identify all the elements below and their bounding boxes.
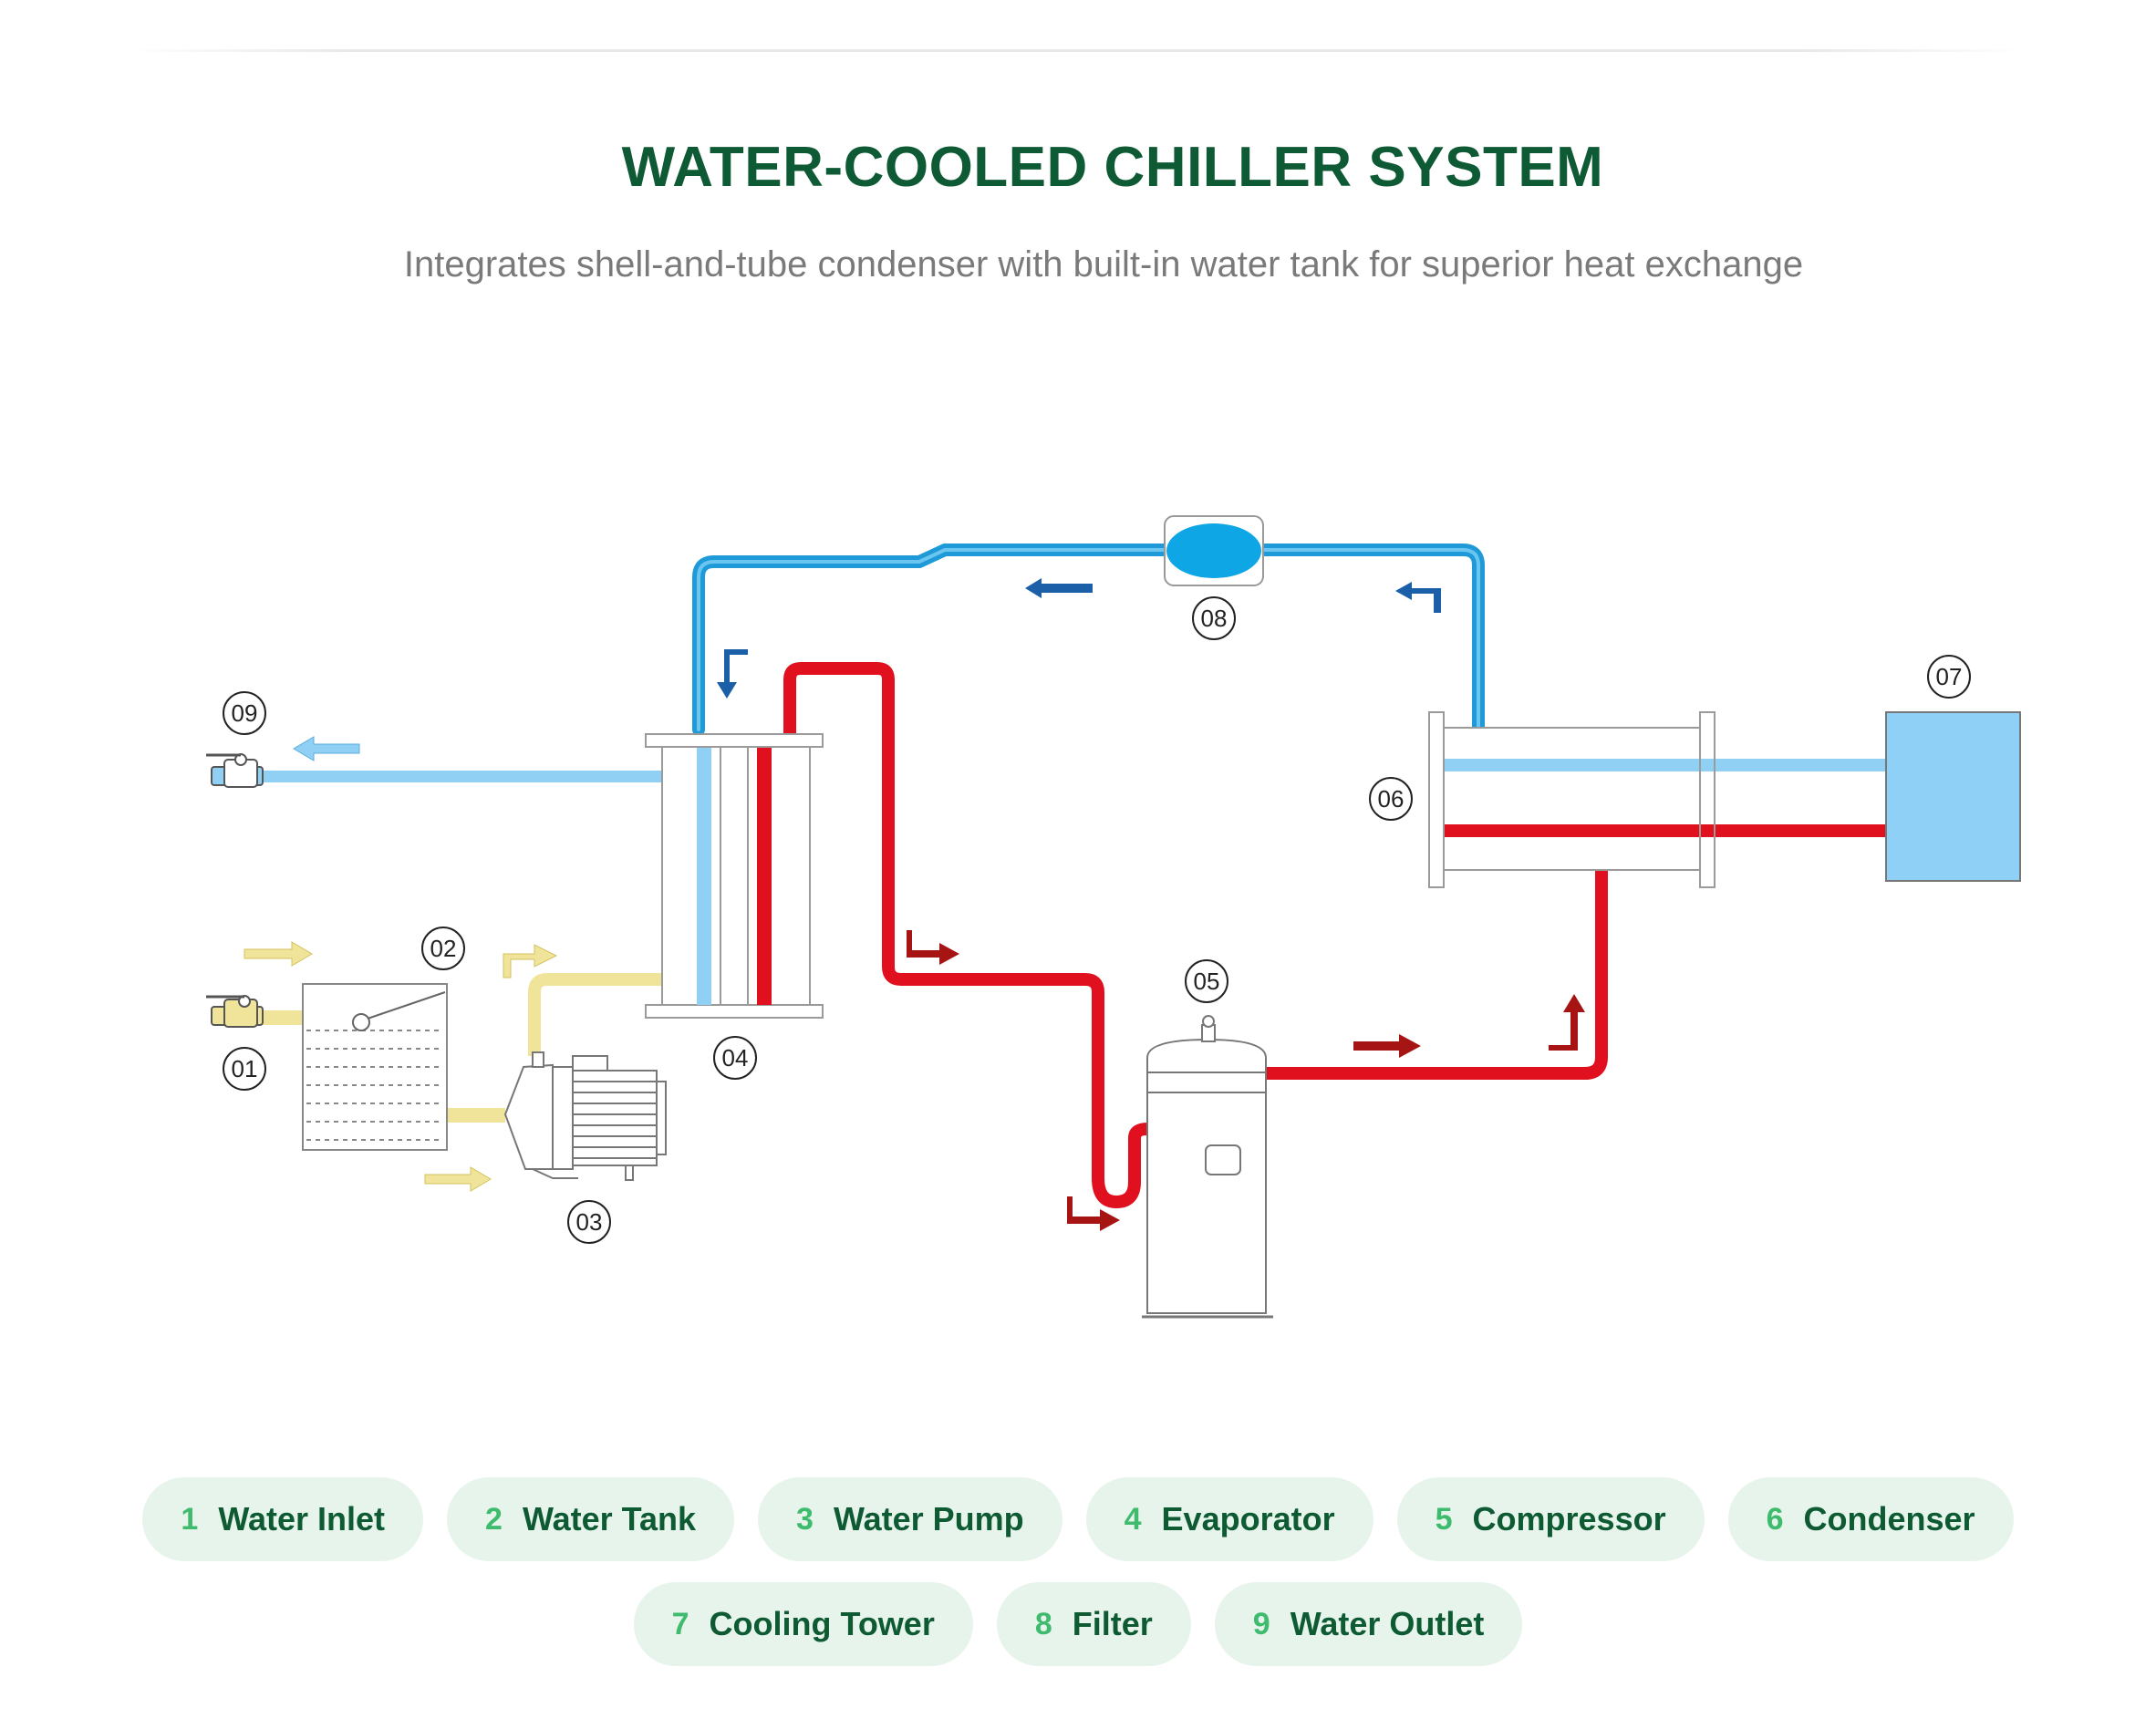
legend-row-2: 7 Cooling Tower 8 Filter 9 Water Outlet [0,1582,2156,1666]
callout-05: 05 [1185,959,1228,1003]
callout-08: 08 [1192,596,1236,640]
svg-text:05: 05 [1194,968,1220,995]
flow-arrow-evaporator-down [717,649,748,699]
flow-arrow-pump-up [503,944,558,978]
top-divider [128,49,2025,52]
callout-02: 02 [421,927,465,970]
legend-number: 6 [1766,1501,1784,1537]
filter [1164,515,1264,586]
legend-label: Water Tank [522,1500,697,1537]
tank-to-pump-pipe [447,1108,505,1123]
legend-label: Evaporator [1161,1500,1335,1537]
flow-arrow-tank-out [424,1166,492,1192]
legend-item-water-tank: 2 Water Tank [447,1477,735,1561]
svg-text:07: 07 [1936,663,1963,690]
flow-arrow-hot-up [1549,994,1585,1051]
legend-number: 3 [796,1501,814,1537]
legend-number: 7 [671,1606,689,1641]
pump-to-evaporator-pipe [528,973,664,1056]
legend-item-filter: 8 Filter [996,1582,1191,1666]
compressor [1142,1015,1273,1319]
callout-07: 07 [1927,655,1971,699]
water-pump [503,1051,667,1181]
flow-arrow-water-outlet [293,736,360,761]
svg-text:09: 09 [232,699,258,727]
water-outlet-pipe [257,771,664,782]
flow-arrow-condenser-up [1395,582,1441,613]
legend-row-1: 1 Water Inlet 2 Water Tank 3 Water Pump … [0,1477,2156,1561]
legend-label: Filter [1072,1605,1153,1642]
refrigerant-hot-line-to-compressor [783,662,1154,1208]
callout-09: 09 [223,691,266,735]
callout-01: 01 [223,1047,266,1091]
flow-arrow-water-inlet [244,941,313,967]
svg-text:03: 03 [576,1208,603,1236]
flow-arrow-hot-right-3 [1353,1034,1421,1058]
legend-item-condenser: 6 Condenser [1727,1477,2014,1561]
callout-03: 03 [567,1200,611,1244]
evaporator [645,733,824,1019]
page-title: WATER-COOLED CHILLER SYSTEM [621,136,1604,199]
page-subtitle: Integrates shell-and-tube condenser with… [403,244,1804,285]
legend-number: 2 [485,1501,503,1537]
legend-number: 1 [181,1501,199,1537]
cooling-tower [1885,711,2021,882]
legend-label: Condenser [1803,1500,1975,1537]
svg-text:04: 04 [722,1044,749,1072]
svg-text:01: 01 [232,1055,258,1082]
legend-label: Water Outlet [1290,1605,1485,1642]
refrigerant-cold-line [692,544,1485,736]
legend-item-water-pump: 3 Water Pump [758,1477,1062,1561]
outlet-valve [206,753,264,788]
legend-label: Water Pump [833,1500,1024,1537]
water-inlet-pipe [263,1010,303,1025]
legend-item-water-outlet: 9 Water Outlet [1214,1582,1523,1666]
callout-06: 06 [1369,777,1413,821]
legend-item-water-inlet: 1 Water Inlet [142,1477,424,1561]
flow-arrow-filter-left [1025,578,1093,598]
legend-number: 5 [1435,1501,1453,1537]
condenser [1428,711,1886,888]
legend-item-compressor: 5 Compressor [1396,1477,1705,1561]
refrigerant-hot-line-to-condenser [1259,865,1608,1080]
legend-item-evaporator: 4 Evaporator [1085,1477,1373,1561]
legend-number: 8 [1034,1606,1052,1641]
flow-arrow-hot-right-1 [907,930,959,965]
callout-04: 04 [713,1036,757,1080]
flow-arrow-hot-right-2 [1067,1196,1120,1231]
svg-text:06: 06 [1378,785,1405,813]
legend-number: 4 [1124,1501,1142,1537]
legend-label: Water Inlet [218,1500,386,1537]
legend-label: Compressor [1472,1500,1666,1537]
inlet-valve [206,995,264,1028]
legend-item-cooling-tower: 7 Cooling Tower [633,1582,973,1666]
water-tank [302,983,448,1151]
svg-text:02: 02 [430,935,457,962]
legend-label: Cooling Tower [709,1605,935,1642]
svg-text:08: 08 [1201,605,1228,632]
legend-number: 9 [1252,1606,1270,1641]
